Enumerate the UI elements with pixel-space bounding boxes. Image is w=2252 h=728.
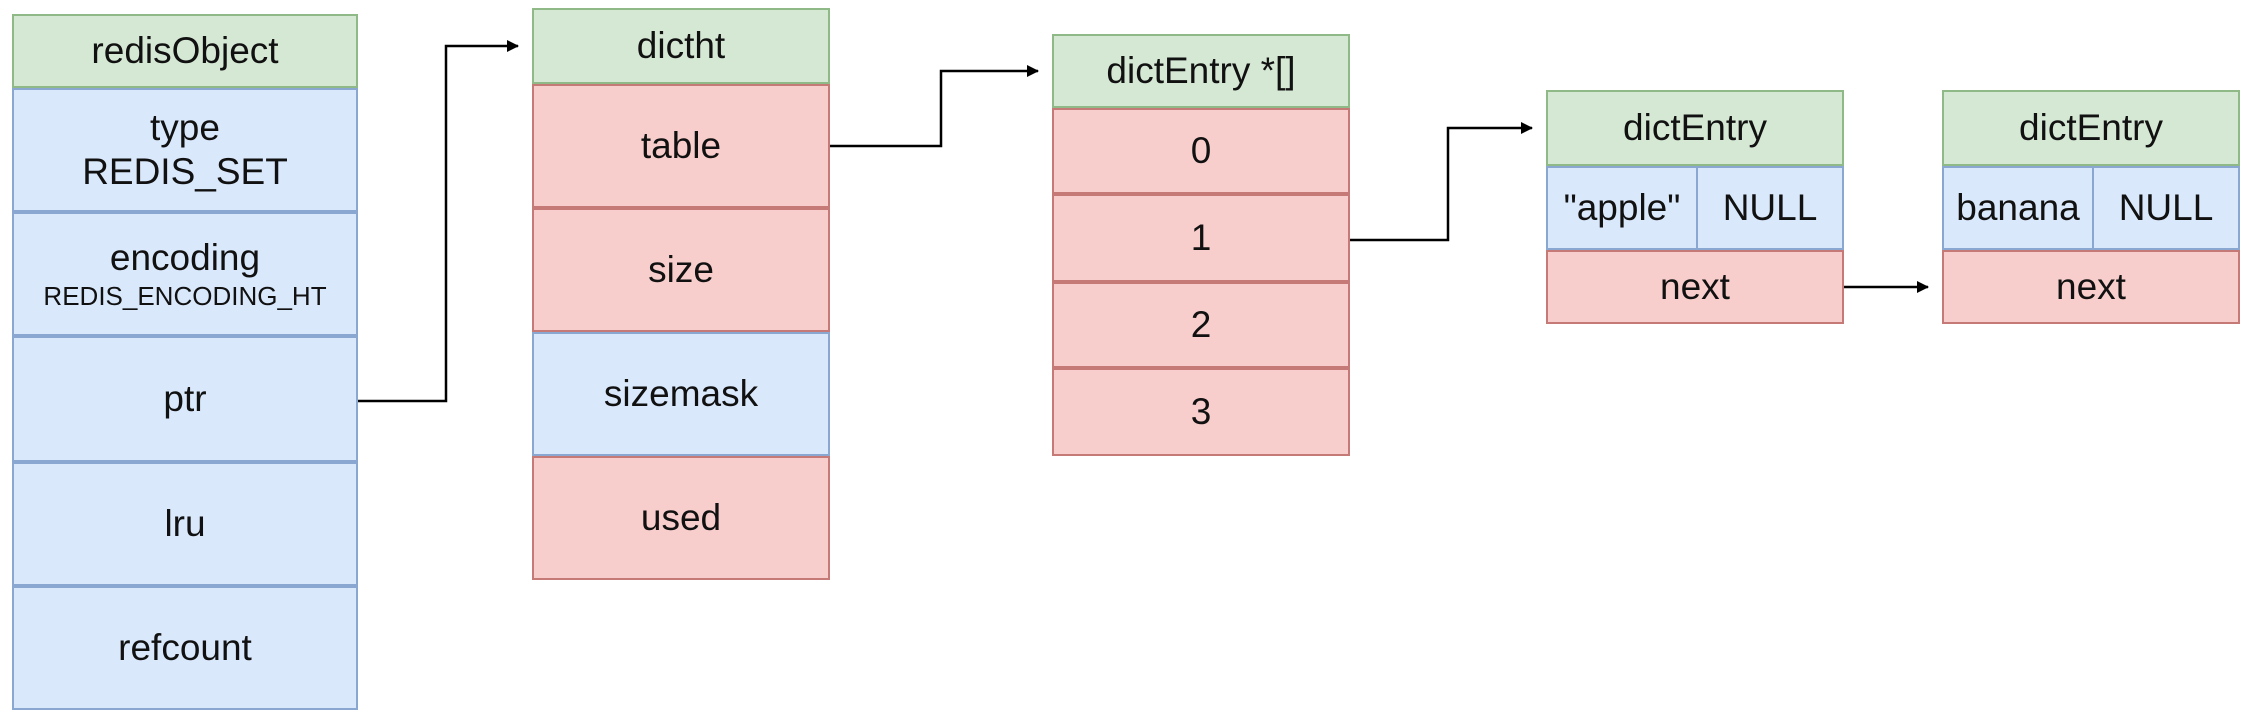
entry-array-slot: 3 (1052, 368, 1350, 456)
entry-array-slot: 2 (1052, 282, 1350, 368)
banana-entry-value: NULL (2092, 166, 2240, 250)
slot1-to-apple-arrow (1350, 122, 1533, 242)
apple-entry-header: dictEntry (1546, 90, 1844, 166)
ptr-to-dictht-arrow (358, 40, 519, 403)
dictht-table-cell: table (532, 84, 830, 208)
encoding-value: REDIS_ENCODING_HT (43, 280, 327, 311)
apple-entry-key: "apple" (1546, 166, 1698, 250)
dictht-size-cell: size (532, 208, 830, 332)
table-to-array-arrow (830, 65, 1039, 148)
entry-array-slot: 1 (1052, 194, 1350, 282)
dictht-header: dictht (532, 8, 830, 84)
encoding-label: encoding (109, 237, 261, 279)
redisobject-encoding-cell: encoding REDIS_ENCODING_HT (12, 212, 358, 336)
redisobject-header: redisObject (12, 14, 358, 88)
dictht-used-cell: used (532, 456, 830, 580)
apple-entry-next: next (1546, 250, 1844, 324)
dictht-sizemask-cell: sizemask (532, 332, 830, 456)
banana-entry-header: dictEntry (1942, 90, 2240, 166)
banana-entry-key: banana (1942, 166, 2094, 250)
redisobject-type-cell: type REDIS_SET (12, 88, 358, 212)
redisobject-ptr-cell: ptr (12, 336, 358, 462)
type-value: REDIS_SET (82, 151, 288, 192)
redisobject-lru-cell: lru (12, 462, 358, 586)
entry-array-slot: 0 (1052, 108, 1350, 194)
type-label: type (150, 106, 220, 148)
entry-array-header: dictEntry *[] (1052, 34, 1350, 108)
apple-entry-value: NULL (1696, 166, 1844, 250)
redisobject-refcount-cell: refcount (12, 586, 358, 710)
banana-entry-next: next (1942, 250, 2240, 324)
